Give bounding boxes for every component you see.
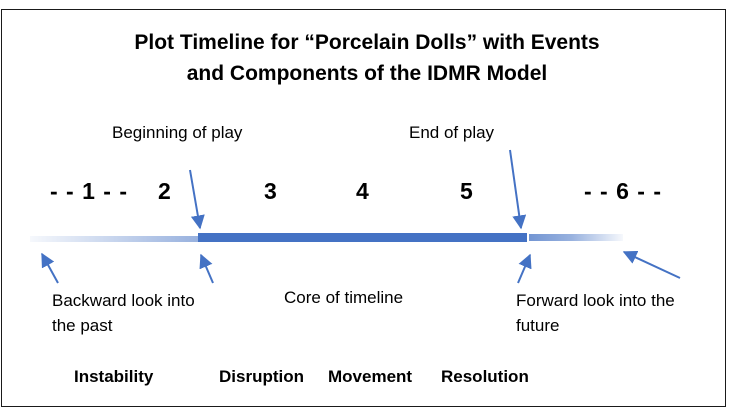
diagram-frame xyxy=(1,9,726,407)
event-2-label: 2 xyxy=(158,178,172,204)
event-1-label: - - 1 - - xyxy=(50,178,128,204)
diagram-title-line1: Plot Timeline for “Porcelain Dolls” with… xyxy=(134,31,600,54)
backward-arrow xyxy=(41,252,59,284)
backward-look-label-line1: Backward look into xyxy=(52,291,195,310)
timeline-future-segment xyxy=(529,234,623,241)
diagram-title-line2: and Components of the IDMR Model xyxy=(186,62,548,85)
future-arrow xyxy=(622,250,681,279)
phase-movement: Movement xyxy=(328,367,413,386)
forward-look-label-line2: future xyxy=(516,316,560,335)
phase-instability: Instability xyxy=(74,367,154,386)
timeline-core-segment xyxy=(198,233,527,242)
core-start-arrow xyxy=(199,253,214,284)
core-of-timeline-label: Core of timeline xyxy=(284,288,404,307)
event-5-label: 5 xyxy=(460,178,474,204)
end-of-play-label: End of play xyxy=(409,123,495,142)
phase-disruption: Disruption xyxy=(219,367,304,386)
beginning-arrow xyxy=(189,169,205,230)
forward-look-label-line1: Forward look into the xyxy=(516,291,675,310)
backward-look-label-line2: the past xyxy=(52,316,113,335)
forward-arrow xyxy=(517,253,532,284)
event-3-label: 3 xyxy=(264,178,278,204)
event-6-label: - - 6 - - xyxy=(584,178,662,204)
end-arrow xyxy=(509,149,527,230)
phase-resolution: Resolution xyxy=(441,367,529,386)
event-4-label: 4 xyxy=(356,178,370,204)
timeline-past-segment xyxy=(30,236,198,242)
beginning-of-play-label: Beginning of play xyxy=(112,123,243,142)
